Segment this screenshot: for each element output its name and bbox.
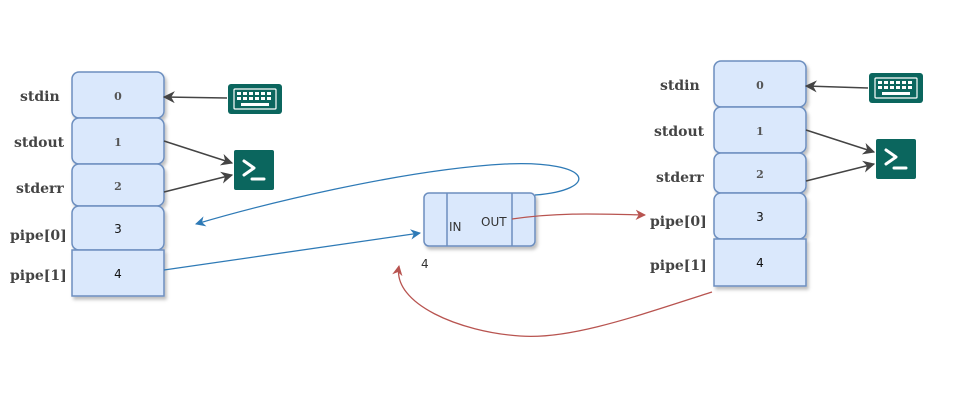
left-value-3: 3 [114, 222, 122, 236]
right-stdin-arrow [804, 80, 869, 93]
left-fd-table: stdin stdout stderr pipe[0] pipe[1] 0 1 … [10, 71, 165, 297]
right-label-stdin: stdin [660, 78, 700, 94]
right-write-to-pipe-arrow [392, 264, 713, 338]
left-label-stdin: stdin [20, 89, 60, 105]
right-value-1: 1 [756, 125, 764, 138]
pipe-caption: 4 [421, 257, 429, 271]
right-keyboard-icon [869, 73, 923, 103]
right-label-pipe1: pipe[1] [650, 258, 707, 274]
right-label-stderr: stderr [656, 170, 704, 186]
right-fd-table: stdin stdout stderr pipe[0] pipe[1] 0 1 … [650, 60, 807, 287]
left-keyboard-icon [228, 84, 282, 114]
right-label-pipe0: pipe[0] [650, 214, 707, 230]
pipe-out-label: OUT [481, 215, 507, 229]
right-value-3: 3 [756, 210, 764, 224]
left-label-pipe0: pipe[0] [10, 228, 67, 244]
right-value-2: 2 [756, 168, 764, 181]
right-cell-4 [713, 238, 807, 287]
right-label-stdout: stdout [654, 124, 705, 140]
left-label-pipe1: pipe[1] [10, 268, 67, 284]
right-stdout-arrow [805, 129, 876, 155]
left-value-4: 4 [114, 267, 122, 281]
right-value-4: 4 [756, 256, 764, 270]
left-stdin-arrow [162, 91, 228, 104]
left-cell-4 [71, 249, 165, 297]
right-terminal-icon [876, 139, 916, 179]
left-value-1: 1 [114, 136, 122, 149]
left-terminal-icon [234, 150, 274, 190]
left-stdout-arrow [163, 140, 234, 166]
left-stderr-arrow [163, 171, 234, 193]
pipe-buffer [423, 192, 536, 247]
read-from-pipe-arrow [195, 162, 580, 227]
right-value-0: 0 [756, 79, 764, 92]
pipe-out-to-right-arrow [511, 209, 647, 220]
left-label-stdout: stdout [14, 135, 65, 151]
write-to-pipe-arrow [163, 229, 422, 271]
left-label-stderr: stderr [16, 181, 64, 197]
right-stderr-arrow [805, 160, 876, 182]
pipe-in-label: IN [449, 220, 462, 234]
left-value-0: 0 [114, 90, 122, 103]
left-value-2: 2 [114, 180, 122, 193]
